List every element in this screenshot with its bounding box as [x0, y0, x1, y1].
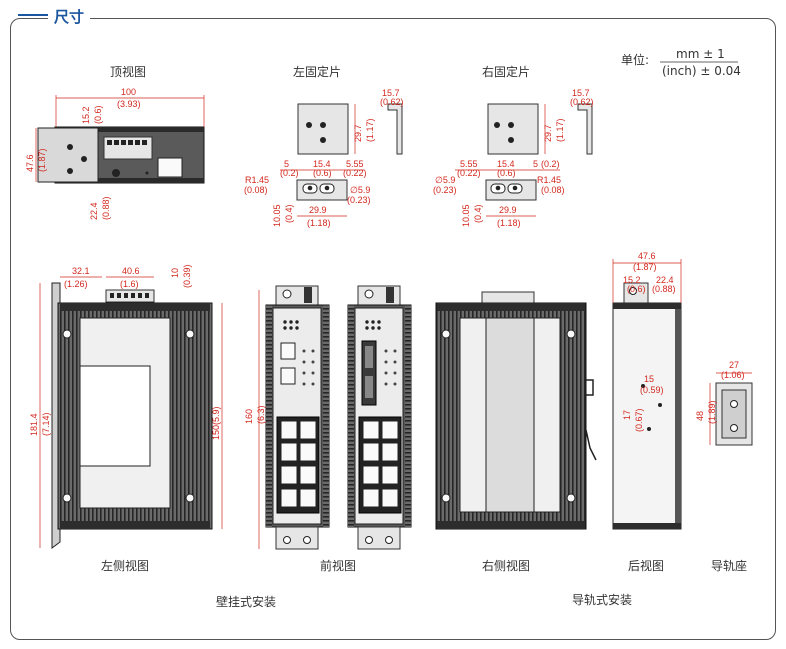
- dim-lb-thk-mm: 15.7: [382, 88, 400, 98]
- unit-prefix: 单位:: [621, 52, 649, 67]
- dim-rb-a-in: (0.2): [541, 159, 560, 169]
- dim-rb-d-in: (0.23): [433, 185, 457, 195]
- front-view-unit-1: [265, 285, 330, 550]
- dim-bk-c-in: (0.59): [640, 385, 664, 395]
- dim-bk-a-in: (0.6): [627, 284, 646, 294]
- label-wall-mount: 壁挂式安装: [216, 594, 276, 609]
- label-left-side: 左侧视图: [101, 558, 149, 573]
- dim-rb-thk-mm: 15.7: [572, 88, 590, 98]
- label-right-side: 右侧视图: [482, 558, 530, 573]
- dim-ls-c-mm: 10: [170, 268, 180, 278]
- dim-lb-thk-in: (0.62): [380, 97, 404, 107]
- dim-rb-thk-in: (0.62): [570, 97, 594, 107]
- dim-ls-c-in: (0.39): [182, 264, 192, 288]
- dim-rs-h-mm: 48: [695, 411, 705, 421]
- dim-lb-a-mm: 5: [284, 159, 289, 169]
- dim-top-b-in: (0.88): [101, 196, 111, 220]
- back-view: [612, 282, 682, 530]
- dim-rb-w-in: (1.18): [497, 218, 521, 228]
- dim-fr-h-in: (6.3): [256, 405, 266, 424]
- label-back: 后视图: [628, 558, 664, 573]
- dim-rb-h-in: (1.17): [555, 118, 565, 142]
- dim-bk-w-mm: 47.6: [638, 251, 656, 261]
- dim-lb-h-mm: 29.7: [353, 124, 363, 142]
- unit-bottom: (inch) ± 0.04: [662, 64, 741, 78]
- dim-ls-h-in: (7.14): [41, 412, 51, 436]
- dim-lb-w-mm: 29.9: [309, 205, 327, 215]
- dim-top-h-in: (1.87): [37, 148, 47, 172]
- dim-lb-b-mm: 15.4: [313, 159, 331, 169]
- rail-seat-view: [715, 382, 753, 446]
- dim-top-width-mm: 100: [121, 87, 136, 97]
- dim-lb-r-mm: R1.45: [245, 175, 269, 185]
- dim-fr-h-mm: 160: [244, 409, 254, 424]
- label-right-bracket: 右固定片: [482, 64, 530, 79]
- dim-lb-h-in: (1.17): [365, 118, 375, 142]
- dim-lb-w-in: (1.18): [307, 218, 331, 228]
- section-title: 尺寸: [48, 6, 91, 27]
- dim-bk-a-mm: 15.2: [623, 275, 641, 285]
- dim-lb-c-mm: 5.55: [346, 159, 364, 169]
- dim-top-b-mm: 22.4: [89, 202, 99, 220]
- dim-rb-v-mm: 10.05: [461, 204, 471, 227]
- dim-rb-c-in: (0.22): [457, 168, 481, 178]
- dim-rb-a-mm: 5: [533, 159, 538, 169]
- dim-bk-c-mm: 15: [644, 374, 654, 384]
- dim-ls-a-in: (1.26): [64, 279, 88, 289]
- label-front: 前视图: [320, 558, 356, 573]
- right-bracket-face: [487, 103, 593, 155]
- dim-rb-v-in: (0.4): [473, 204, 483, 223]
- dim-rb-r-in: (0.08): [541, 185, 565, 195]
- label-left-bracket: 左固定片: [293, 64, 341, 79]
- dim-lb-r-in: (0.08): [244, 185, 268, 195]
- dim-ls-b-mm: 40.6: [122, 266, 140, 276]
- dim-bk-b-in: (0.88): [652, 284, 676, 294]
- dim-bk-w-in: (1.87): [633, 262, 657, 272]
- dim-rb-b-mm: 15.4: [497, 159, 515, 169]
- dim-lb-d-in: (0.23): [347, 195, 371, 205]
- dim-top-width-in: (3.93): [117, 99, 141, 109]
- dim-lb-b-in: (0.6): [313, 168, 332, 178]
- dim-top-d1-mm: 15.2: [81, 106, 91, 124]
- dim-ls-h-mm: 181.4: [29, 413, 39, 436]
- left-bracket-face: [297, 103, 403, 155]
- right-bracket-bottom: [485, 179, 537, 201]
- dim-rb-c-mm: 5.55: [460, 159, 478, 169]
- title-accent-bar: [18, 14, 48, 16]
- dim-rb-r-mm: R1.45: [537, 175, 561, 185]
- dim-ls-h2: 150(5.9): [211, 406, 221, 440]
- dim-top-d1-in: (0.6): [93, 105, 103, 124]
- left-bracket-bottom: [296, 179, 348, 201]
- dim-lb-d-mm: ∅5.9: [350, 185, 370, 195]
- dim-lb-a-in: (0.2): [280, 168, 299, 178]
- dim-bk-d-mm: 17: [622, 410, 632, 420]
- dim-lb-v-mm: 10.05: [272, 204, 282, 227]
- top-view: [37, 126, 205, 184]
- dim-rb-w-mm: 29.9: [499, 205, 517, 215]
- dim-rs-h-in: (1.89): [707, 400, 717, 424]
- label-top-view: 顶视图: [110, 64, 146, 79]
- dim-rb-b-in: (0.6): [497, 168, 516, 178]
- dim-ls-b-in: (1.6): [120, 279, 139, 289]
- dim-bk-d-in: (0.67): [634, 408, 644, 432]
- drawing-frame: [10, 18, 776, 640]
- dim-lb-v-in: (0.4): [284, 204, 294, 223]
- dim-rs-w-mm: 27: [729, 360, 739, 370]
- unit-top: mm ± 1: [676, 47, 725, 61]
- label-rail-seat: 导轨座: [711, 558, 747, 573]
- front-view-unit-2: [347, 285, 412, 550]
- dim-lb-c-in: (0.22): [343, 168, 367, 178]
- dim-rb-h-mm: 29.7: [543, 124, 553, 142]
- dim-ls-a-mm: 32.1: [72, 266, 90, 276]
- dim-bk-b-mm: 22.4: [656, 275, 674, 285]
- dim-top-h-mm: 47.6: [25, 154, 35, 172]
- dim-rb-d-mm: ∅5.9: [435, 175, 455, 185]
- right-side-view: [435, 291, 597, 530]
- dim-rs-w-in: (1.06): [721, 370, 745, 380]
- left-side-view: [51, 282, 213, 549]
- label-rail-mount: 导轨式安装: [572, 592, 632, 607]
